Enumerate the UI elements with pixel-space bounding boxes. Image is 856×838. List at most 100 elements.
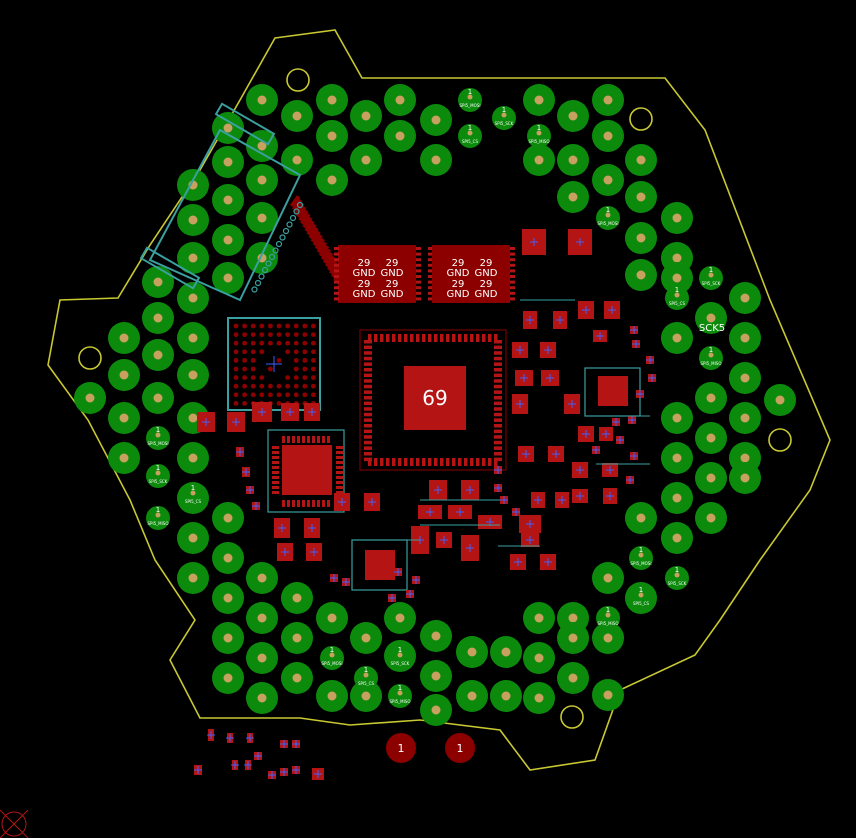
pcb-pad[interactable] xyxy=(661,442,693,474)
smd-component[interactable] xyxy=(394,568,402,576)
smd-component[interactable] xyxy=(604,301,620,319)
smd-component[interactable] xyxy=(461,535,479,561)
pcb-pad[interactable] xyxy=(142,302,174,334)
smd-component[interactable] xyxy=(227,412,245,432)
pcb-pad[interactable] xyxy=(592,120,624,152)
pcb-pad[interactable] xyxy=(212,224,244,256)
pcb-pad[interactable] xyxy=(177,522,209,554)
smd-component[interactable] xyxy=(541,370,559,386)
smd-component[interactable] xyxy=(478,515,502,529)
pcb-pad[interactable] xyxy=(108,442,140,474)
smd-component[interactable] xyxy=(646,356,654,364)
pcb-pad[interactable] xyxy=(212,662,244,694)
pcb-pad[interactable] xyxy=(695,382,727,414)
pcb-pad[interactable] xyxy=(695,302,727,334)
pcb-pad[interactable] xyxy=(420,694,452,726)
smd-component[interactable] xyxy=(616,436,624,444)
smd-component[interactable] xyxy=(510,554,526,570)
pcb-pad[interactable] xyxy=(177,359,209,391)
pcb-pad[interactable] xyxy=(695,502,727,534)
pcb-pad[interactable] xyxy=(420,144,452,176)
pcb-pad[interactable] xyxy=(316,164,348,196)
smd-component[interactable] xyxy=(548,446,564,462)
smd-component[interactable] xyxy=(429,480,447,500)
pcb-pad[interactable] xyxy=(108,402,140,434)
pcb-pad[interactable] xyxy=(625,144,657,176)
smd-component[interactable] xyxy=(568,229,592,255)
pcb-pad[interactable] xyxy=(177,242,209,274)
smd-component[interactable] xyxy=(304,403,320,421)
smd-component[interactable] xyxy=(448,505,472,519)
pcb-pad[interactable] xyxy=(625,181,657,213)
pcb-pad[interactable] xyxy=(142,266,174,298)
pcb-pad[interactable] xyxy=(281,582,313,614)
smd-component[interactable] xyxy=(312,768,324,780)
pcb-pad[interactable] xyxy=(557,144,589,176)
pcb-pad[interactable] xyxy=(523,144,555,176)
smd-component[interactable] xyxy=(231,760,239,770)
smd-component[interactable] xyxy=(602,463,618,477)
pcb-pad[interactable] xyxy=(695,462,727,494)
pcb-pad[interactable] xyxy=(523,682,555,714)
smd-component[interactable] xyxy=(277,543,293,561)
smd-component[interactable] xyxy=(246,733,254,743)
smd-component[interactable] xyxy=(494,466,502,474)
pcb-pad[interactable] xyxy=(212,502,244,534)
pcb-pad[interactable] xyxy=(625,222,657,254)
smd-component[interactable] xyxy=(207,729,215,741)
smd-component[interactable] xyxy=(330,574,338,582)
smd-component[interactable] xyxy=(648,374,656,382)
pcb-pad[interactable] xyxy=(523,642,555,674)
smd-component[interactable] xyxy=(515,370,533,386)
pcb-pad[interactable] xyxy=(281,144,313,176)
smd-component[interactable] xyxy=(564,394,580,414)
smd-component[interactable] xyxy=(578,426,594,442)
pcb-pad[interactable] xyxy=(661,402,693,434)
pcb-pad[interactable] xyxy=(729,362,761,394)
pcb-pad[interactable] xyxy=(74,382,106,414)
smd-component[interactable] xyxy=(522,229,546,255)
smd-component[interactable] xyxy=(292,766,300,774)
smd-component[interactable] xyxy=(194,765,202,775)
pcb-pad[interactable] xyxy=(246,130,278,162)
smd-component[interactable] xyxy=(612,418,620,426)
smd-component[interactable] xyxy=(512,508,520,516)
pcb-pad[interactable] xyxy=(177,282,209,314)
pcb-pad[interactable] xyxy=(212,622,244,654)
smd-component[interactable] xyxy=(244,760,252,770)
pcb-pad[interactable] xyxy=(557,622,589,654)
pcb-pad[interactable] xyxy=(592,562,624,594)
smd-component[interactable] xyxy=(268,771,276,779)
pcb-pad[interactable] xyxy=(592,622,624,654)
pcb-pad[interactable] xyxy=(625,502,657,534)
smd-component[interactable] xyxy=(252,402,272,422)
pcb-pad[interactable] xyxy=(384,120,416,152)
smd-component[interactable] xyxy=(555,492,569,508)
smd-component[interactable] xyxy=(592,446,600,454)
smd-component[interactable] xyxy=(281,403,299,421)
smd-component[interactable] xyxy=(531,492,545,508)
pcb-pad[interactable] xyxy=(177,442,209,474)
smd-component[interactable] xyxy=(603,488,617,504)
pcb-pad[interactable] xyxy=(661,482,693,514)
smd-component[interactable] xyxy=(512,342,528,358)
smd-component[interactable] xyxy=(306,543,322,561)
pcb-pad[interactable] xyxy=(420,620,452,652)
smd-component[interactable] xyxy=(540,342,556,358)
pcb-pad[interactable] xyxy=(316,84,348,116)
smd-component[interactable] xyxy=(630,452,638,460)
pcb-pad[interactable] xyxy=(142,382,174,414)
pcb-pad[interactable] xyxy=(350,144,382,176)
